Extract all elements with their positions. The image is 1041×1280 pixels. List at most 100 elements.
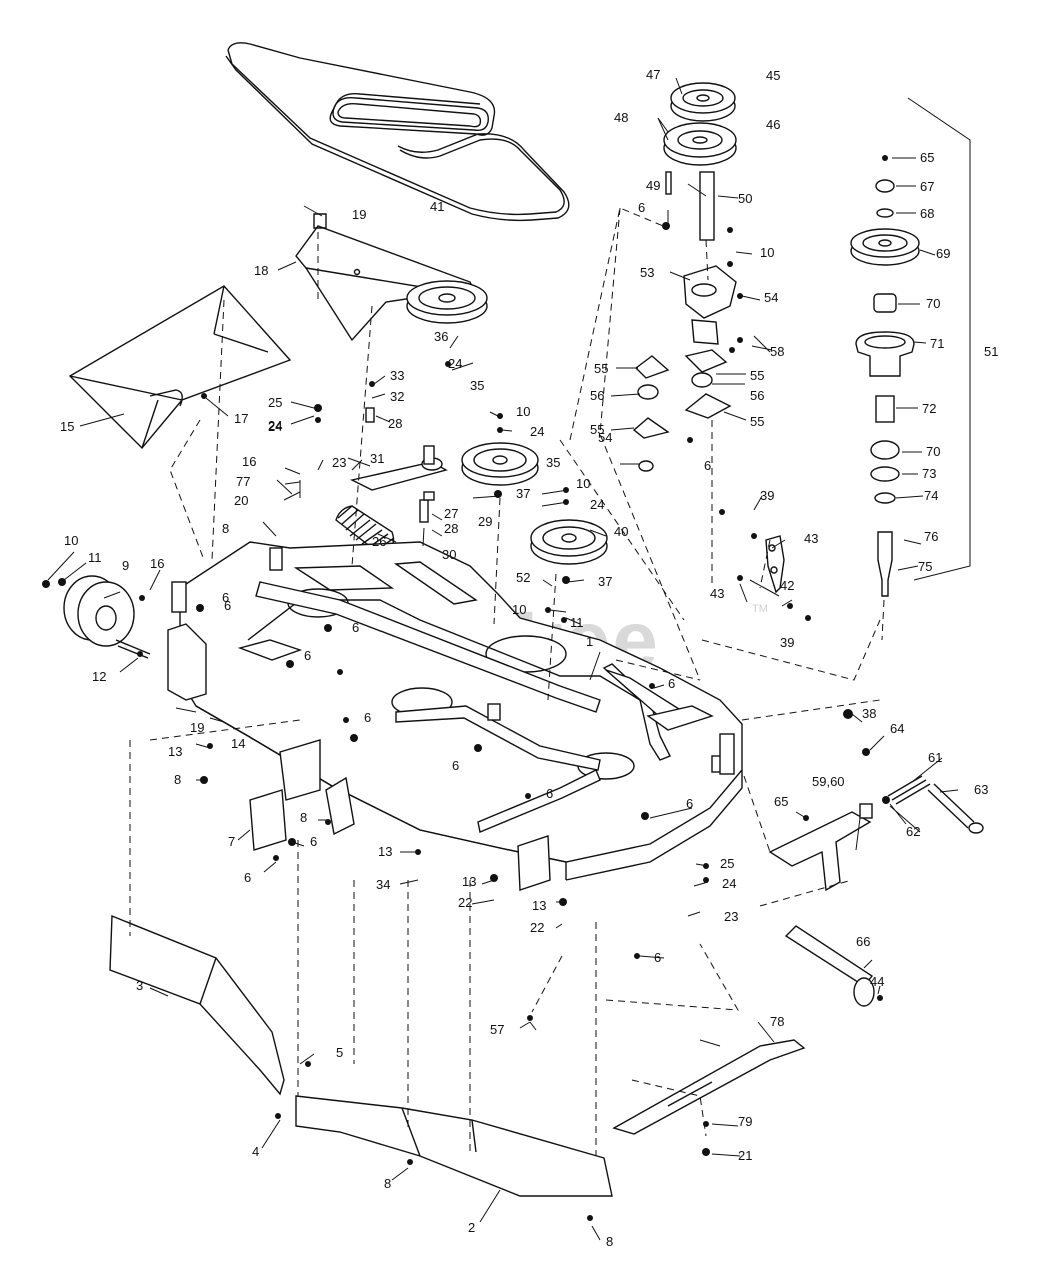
callout-26: 26: [372, 534, 386, 549]
pulley-40: [530, 519, 608, 565]
callout-28b: 28: [444, 521, 458, 536]
callout-10a: 10: [64, 533, 78, 548]
hardware-dots: [42, 222, 890, 1221]
callout-39a: 39: [760, 488, 774, 503]
callout-22a: 22: [458, 895, 472, 910]
callout-10c: 10: [576, 476, 590, 491]
baffle-3: [109, 914, 285, 1096]
callout-8d: 8: [384, 1176, 391, 1191]
callout-6b: 6: [352, 620, 359, 635]
callout-42: 42: [780, 578, 794, 593]
callout-71: 71: [930, 336, 944, 351]
callout-6k: 6: [654, 950, 661, 965]
callout-24e: 24: [722, 876, 736, 891]
gauge-wheel-9: [63, 575, 151, 659]
trademark: TM: [752, 603, 768, 615]
callout-57: 57: [490, 1022, 504, 1037]
callout-19b: 19: [190, 720, 204, 735]
callout-6i: 6: [686, 796, 693, 811]
callout-10b: 10: [516, 404, 530, 419]
callout-6j: 6: [668, 676, 675, 691]
callout-65b: 65: [774, 794, 788, 809]
callout-24f: 24: [268, 419, 282, 434]
callout-14: 14: [231, 736, 245, 751]
callout-13d: 13: [532, 898, 546, 913]
callout-77: 77: [236, 474, 250, 489]
callout-6m: 6: [704, 458, 711, 473]
idler-bracket-53: [632, 265, 737, 472]
rod-66: [784, 925, 875, 1007]
callout-75: 75: [918, 559, 932, 574]
callout-61: 61: [928, 750, 942, 765]
callout-1: 1: [586, 634, 593, 649]
callout-11b: 11: [570, 615, 584, 630]
callout-72: 72: [922, 401, 936, 416]
callout-16b: 16: [150, 556, 164, 571]
callout-37b: 37: [598, 574, 612, 589]
callout-21: 21: [738, 1148, 752, 1163]
callout-23a: 23: [332, 455, 346, 470]
callout-44: 44: [870, 974, 884, 989]
callout-6c: 6: [304, 648, 311, 663]
callout-27: 27: [444, 506, 458, 521]
callout-8b: 8: [174, 772, 181, 787]
callout-74: 74: [924, 488, 938, 503]
callout-65a: 65: [920, 150, 934, 165]
callout-labels: 1 2 3 4 5 6 7 8 9 10 11 12 13 14 15 16 1…: [60, 67, 998, 1249]
callout-15: 15: [60, 419, 74, 434]
callout-64: 64: [890, 721, 904, 736]
callout-70a: 70: [926, 296, 940, 311]
pulley-35-upper: [406, 280, 488, 324]
callout-12: 12: [92, 669, 106, 684]
callout-37a: 37: [516, 486, 530, 501]
callout-38: 38: [862, 706, 876, 721]
callout-66: 66: [856, 934, 870, 949]
blade-78: [612, 1039, 806, 1135]
callout-43b: 43: [710, 586, 724, 601]
callout-43a: 43: [804, 531, 818, 546]
callout-13b: 13: [378, 844, 392, 859]
shaft-50: [665, 171, 715, 241]
callout-76: 76: [924, 529, 938, 544]
callout-25a: 25: [268, 395, 282, 410]
idler-arm-31: [349, 407, 448, 523]
callout-24a: 24: [268, 418, 282, 433]
callout-55a: 55: [594, 361, 608, 376]
callout-79: 79: [738, 1114, 752, 1129]
callout-29: 29: [478, 514, 492, 529]
callout-24b: 24: [448, 356, 462, 371]
callout-39b: 39: [780, 635, 794, 650]
callout-51: 51: [984, 344, 998, 359]
callout-36: 36: [434, 329, 448, 344]
spring-61: [887, 775, 984, 834]
callout-48: 48: [614, 110, 628, 125]
pulley-45: [670, 82, 736, 122]
callout-55b: 55: [590, 422, 604, 437]
callout-32: 32: [390, 389, 404, 404]
callout-69: 69: [936, 246, 950, 261]
callout-58: 58: [770, 344, 784, 359]
callout-6d: 6: [364, 710, 371, 725]
callout-55d: 55: [750, 414, 764, 429]
callout-6e: 6: [452, 758, 459, 773]
callout-22b: 22: [530, 920, 544, 935]
callout-24d: 24: [590, 497, 604, 512]
callout-10d: 10: [512, 602, 526, 617]
callout-56b: 56: [750, 388, 764, 403]
callout-73: 73: [922, 466, 936, 481]
callout-5: 5: [336, 1045, 343, 1060]
callout-18: 18: [254, 263, 268, 278]
callout-53: 53: [640, 265, 654, 280]
callout-6l: 6: [638, 200, 645, 215]
callout-52: 52: [516, 570, 530, 585]
callout-23b: 23: [724, 909, 738, 924]
callout-2: 2: [468, 1220, 475, 1235]
callout-35b: 35: [546, 455, 560, 470]
callout-24c: 24: [530, 424, 544, 439]
callout-41: 41: [430, 199, 444, 214]
spindle-assembly-51: [850, 155, 920, 597]
pulley-46: [663, 122, 737, 166]
callout-30: 30: [442, 547, 456, 562]
callout-35a: 35: [470, 378, 484, 393]
